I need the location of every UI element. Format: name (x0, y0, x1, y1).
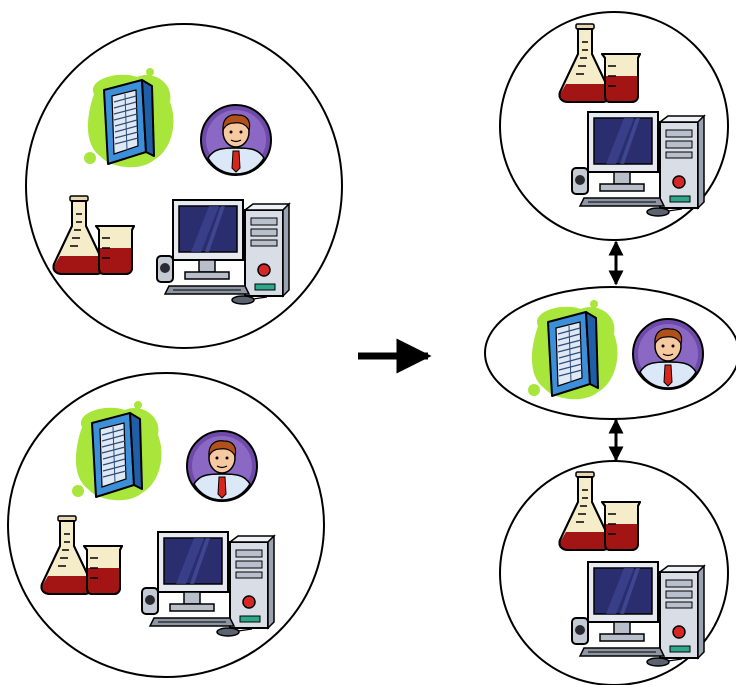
server-icon (71, 400, 163, 502)
group-left-bottom (7, 372, 325, 678)
group-boundary (25, 23, 343, 349)
person-icon (200, 104, 272, 176)
desktop-computer-icon (156, 199, 290, 305)
server-icon (83, 67, 175, 169)
group-boundary (7, 372, 325, 678)
group-left-top (25, 23, 343, 349)
person-icon (632, 318, 704, 390)
server-icon (527, 299, 619, 401)
group-right-bottom (499, 460, 729, 685)
desktop-computer-icon (571, 111, 705, 217)
desktop-computer-icon (571, 561, 705, 667)
group-right-center (484, 286, 736, 420)
desktop-computer-icon (141, 531, 275, 637)
person-icon (186, 430, 258, 502)
group-right-top (499, 11, 729, 241)
